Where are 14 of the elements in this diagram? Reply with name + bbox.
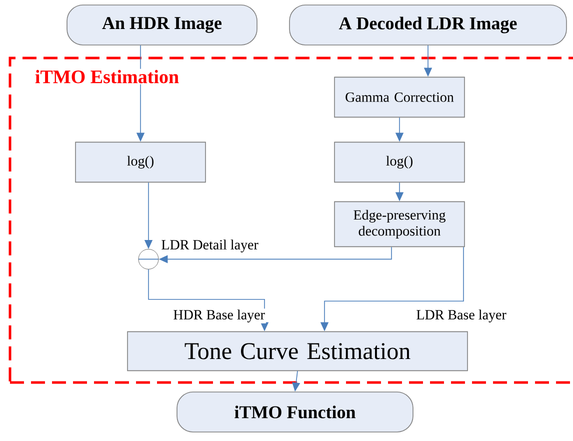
edge-label: HDR Base layer: [172, 308, 266, 324]
rounded-box: iTMO Function: [176, 392, 414, 432]
process-box: Tone Curve Estimation: [127, 331, 468, 372]
rounded-box: An HDR Image: [66, 4, 258, 46]
edge-label: LDR Base layer: [415, 308, 508, 324]
process-box: log(): [75, 142, 206, 183]
group-title: iTMO Estimation: [34, 68, 180, 84]
subtraction-circle: [138, 249, 159, 270]
edge-label: LDR Detail layer: [160, 238, 260, 254]
dashed-frame: [8, 56, 573, 384]
process-box: Edge-preserving decomposition: [334, 201, 465, 248]
process-box: log(): [334, 142, 465, 183]
process-box: Gamma Correction: [334, 76, 465, 118]
rounded-box: A Decoded LDR Image: [289, 4, 567, 46]
